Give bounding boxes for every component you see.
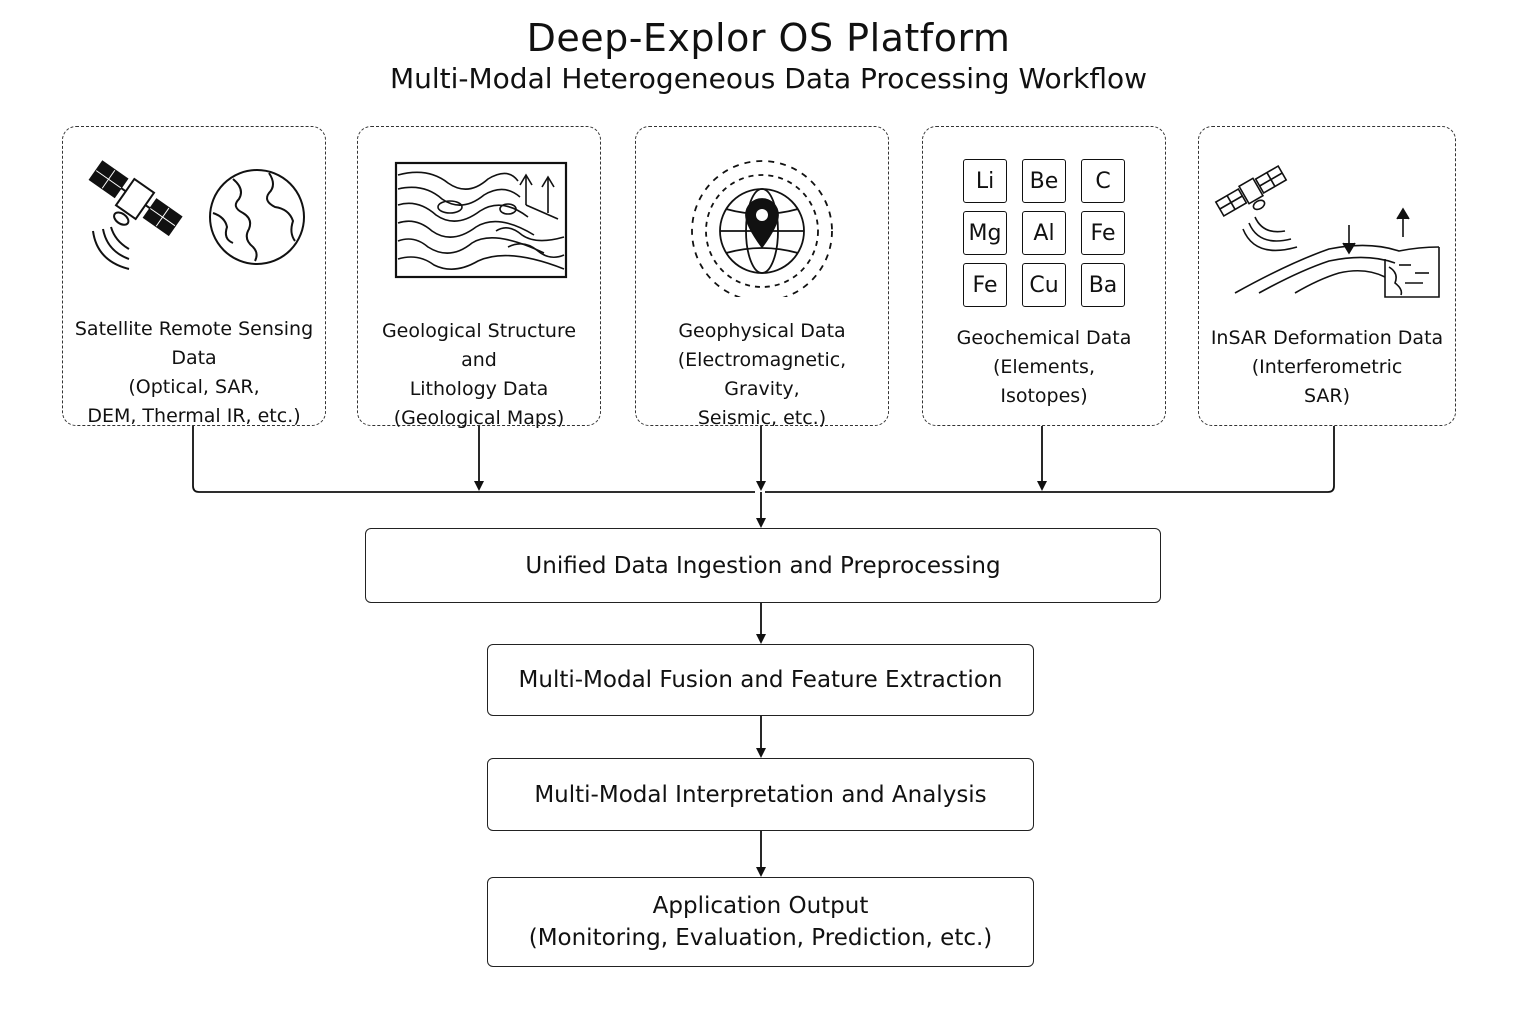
source-geochemical-label: Geochemical Data (Elements, Isotopes) bbox=[956, 327, 1132, 407]
step-interpretation-analysis: Multi-Modal Interpretation and Analysis bbox=[487, 758, 1034, 831]
element-cell: Cu bbox=[1022, 263, 1066, 307]
element-cell: Be bbox=[1022, 159, 1066, 203]
element-cell: Mg bbox=[963, 211, 1007, 255]
step-fusion-feature-extraction: Multi-Modal Fusion and Feature Extractio… bbox=[487, 644, 1034, 716]
source-geological-structure: Geological Structure and Lithology Data … bbox=[357, 126, 601, 429]
source-satellite-remote-sensing: Satellite Remote Sensing Data (Optical, … bbox=[62, 126, 326, 427]
source-geophysical: Geophysical Data (Electromagnetic, Gravi… bbox=[635, 126, 889, 429]
step-application-output: Application Output (Monitoring, Evaluati… bbox=[487, 877, 1034, 967]
step-ingestion-preprocessing: Unified Data Ingestion and Preprocessing bbox=[365, 528, 1161, 603]
insar-deformation-icon bbox=[1214, 164, 1440, 298]
satellite-globe-icon bbox=[88, 160, 305, 270]
element-cell: C bbox=[1081, 159, 1125, 203]
element-cell: Fe bbox=[1081, 211, 1125, 255]
connector-satellite bbox=[192, 426, 755, 493]
source-geophysical-label: Geophysical Data (Electromagnetic, Gravi… bbox=[677, 320, 847, 429]
diagram-title: Deep-Explor OS Platform bbox=[526, 16, 1011, 60]
element-cell: Al bbox=[1022, 211, 1066, 255]
globe-location-pin-icon bbox=[691, 160, 833, 297]
diagram-subtitle: Multi-Modal Heterogeneous Data Processin… bbox=[389, 62, 1148, 95]
element-cell: Fe bbox=[963, 263, 1007, 307]
source-satellite-label: Satellite Remote Sensing Data (Optical, … bbox=[74, 318, 314, 427]
source-insar-deformation: InSAR Deformation Data (Interferometric … bbox=[1198, 126, 1456, 426]
geologic-map-icon bbox=[394, 161, 568, 279]
source-geochemical: Li Be C Mg Al Fe Fe Cu Ba Geochemical Da… bbox=[922, 126, 1166, 426]
source-insar-label: InSAR Deformation Data (Interferometric … bbox=[1210, 327, 1444, 407]
element-cell: Ba bbox=[1081, 263, 1125, 307]
element-cell: Li bbox=[963, 159, 1007, 203]
source-geological-label: Geological Structure and Lithology Data … bbox=[381, 320, 577, 429]
connector-insar bbox=[765, 426, 1335, 493]
